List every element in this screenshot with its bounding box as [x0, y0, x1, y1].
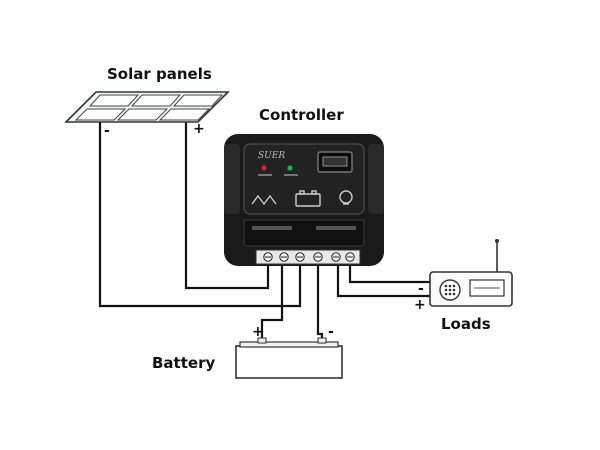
wires — [98, 118, 430, 342]
label-loads: Loads — [441, 315, 491, 333]
polarity-load-negative: - — [418, 281, 424, 297]
terminal-label-strip — [316, 226, 356, 230]
controller-lower-panel — [243, 219, 365, 247]
wire-panel-negative — [98, 120, 302, 308]
solar-cell — [130, 94, 182, 107]
radio-speaker-grille — [444, 284, 456, 296]
battery-body — [235, 345, 343, 379]
label-controller: Controller — [259, 106, 344, 124]
wire-load-positive — [348, 262, 430, 284]
polarity-load-positive: + — [414, 297, 426, 313]
battery-terminal-positive — [257, 337, 267, 344]
indicator-label-mark — [258, 174, 272, 176]
load-bulb-icon — [339, 190, 353, 205]
battery-top-rim — [239, 341, 339, 348]
wire-battery-positive — [260, 262, 284, 342]
wire-battery-negative — [316, 262, 324, 342]
solar-cell — [172, 94, 224, 107]
controller-right-wing — [368, 144, 384, 214]
solar-cell — [116, 108, 169, 121]
solar-cell — [158, 108, 211, 121]
battery-terminal-negative — [317, 337, 327, 344]
load-radio — [429, 239, 513, 307]
indicator-label-mark — [284, 174, 298, 176]
polarity-panel-positive: + — [193, 121, 205, 137]
wire-panel-positive — [184, 118, 270, 290]
polarity-panel-negative: - — [104, 123, 110, 139]
indicator-green-led — [287, 165, 293, 171]
indicator-red-led — [261, 165, 267, 171]
battery-symbol-icon — [295, 190, 321, 207]
solar-cell — [74, 108, 127, 121]
label-solar-panels: Solar panels — [107, 65, 212, 83]
battery — [235, 337, 343, 379]
charge-controller: SUER — [224, 134, 384, 266]
solar-cell — [88, 94, 140, 107]
solar-panel — [64, 91, 230, 123]
controller-left-wing — [224, 144, 240, 214]
polarity-battery-positive: + — [252, 324, 264, 340]
wire-load-negative — [336, 262, 430, 298]
usb-port-inner — [322, 156, 348, 167]
solar-panel-symbol-icon — [251, 194, 277, 206]
radio-antenna-tip — [495, 239, 499, 243]
terminal-label-strip — [252, 226, 292, 230]
polarity-battery-negative: - — [328, 324, 334, 340]
controller-brand: SUER — [258, 151, 285, 161]
label-battery: Battery — [152, 354, 215, 372]
